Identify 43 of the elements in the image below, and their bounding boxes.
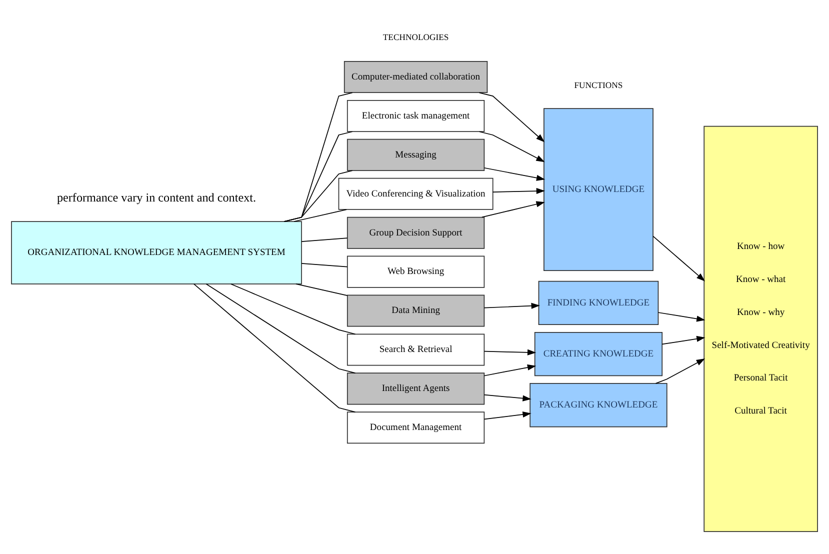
connector [284,131,353,222]
arrow [478,131,545,162]
arrow [484,411,532,420]
node-box: Web Browsing [346,256,485,288]
node-box: Know - how Know - what Know - why Self-Motivated Creativity Personal Tacit Cultural Tacit [704,126,818,532]
arrow [484,349,536,356]
label: TECHNOLOGIES [382,32,449,42]
node-box: FINDING KNOWLEDGE [538,280,659,326]
connector [193,284,356,412]
connector [294,209,347,222]
node-box: Electronic task management [346,100,485,132]
node-box: ORGANIZATIONAL KNOWLEDGE MANAGEMENT SYSTEM [11,221,302,284]
arrow [652,236,706,282]
connector [230,284,356,335]
arrow [484,167,546,181]
label: performance vary in content and context. [56,190,256,204]
arrow [492,188,546,194]
connector [284,92,353,222]
node-box: Video Conferencing & Visualization [338,178,494,210]
arrow [482,201,545,218]
connector [301,238,348,242]
node-box: Document Management [346,412,485,444]
arrow [478,92,545,142]
arrow [655,358,706,384]
label: FUNCTIONS [574,80,623,90]
node-box: Computer-mediated collaboration [344,61,488,94]
connector [206,284,356,374]
node-box: Intelligent Agents [346,372,485,405]
arrow [484,394,532,402]
arrow [658,312,706,322]
connector [301,263,348,268]
arrow [484,364,536,376]
arrow [662,336,706,345]
connector [296,284,348,296]
arrow [484,302,540,309]
node-box: USING KNOWLEDGE [544,108,654,271]
node-box: CREATING KNOWLEDGE [534,332,663,376]
node-box: Search & Retrieval [346,334,485,366]
node-box: Group Decision Support [346,216,485,249]
connector [284,170,353,222]
node-box: Data Mining [346,294,485,327]
node-box: PACKAGING KNOWLEDGE [530,383,668,428]
node-box: Messaging [346,138,485,171]
